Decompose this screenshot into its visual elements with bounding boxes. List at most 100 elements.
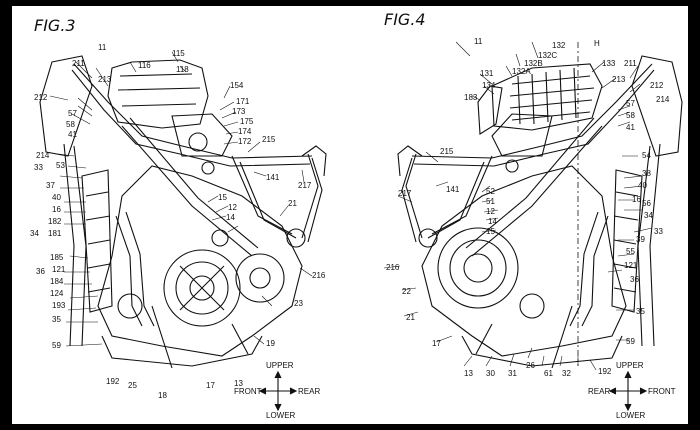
callout: 132C (538, 51, 557, 60)
callout: 192 (106, 377, 120, 386)
fig3-upper-label: UPPER (266, 361, 294, 370)
fig4-callouts: 11 132 H 132C 132B 132A 131 133 134 183 … (386, 37, 670, 378)
callout: H (594, 39, 600, 48)
callout: 213 (98, 75, 112, 84)
callout: 33 (34, 163, 43, 172)
callout: 55 (626, 247, 635, 256)
callout: 134 (482, 81, 496, 90)
callout: 54 (642, 151, 651, 160)
callout: 182 (48, 217, 62, 226)
callout: 141 (266, 173, 280, 182)
callout: 41 (68, 130, 77, 139)
callout: 57 (626, 99, 635, 108)
callout: 33 (654, 227, 663, 236)
callout: 13 (464, 369, 473, 378)
callout: 56 (642, 199, 651, 208)
callout: 11 (474, 37, 483, 46)
fig4-lower-label: LOWER (616, 411, 646, 420)
callout: 132B (524, 59, 543, 68)
fig4-engine-drawing (397, 42, 683, 369)
callout: 57 (68, 109, 77, 118)
callout: 59 (626, 337, 635, 346)
callout: 34 (644, 211, 653, 220)
fig3-rear-label: REAR (298, 387, 320, 396)
callout: 35 (52, 315, 61, 324)
callout: 18 (158, 391, 167, 400)
fig3-callouts: 11 211 213 212 57 58 41 214 53 33 37 40 … (30, 43, 326, 400)
fig4-title: FIG.4 (384, 10, 426, 29)
fig3-front-label: FRONT (234, 387, 262, 396)
callout: 211 (624, 59, 637, 68)
callout: 53 (56, 161, 65, 170)
fig3-direction-compass (258, 370, 298, 412)
callout: 141 (446, 185, 460, 194)
callout: 58 (626, 111, 635, 120)
fig4-rear-label: REAR (588, 387, 610, 396)
callout: 19 (266, 339, 275, 348)
callout: 35 (636, 307, 645, 316)
callout: 185 (50, 253, 64, 262)
callout: 13 (234, 379, 243, 388)
callout: 51 (486, 197, 495, 206)
callout: 217 (298, 181, 312, 190)
callout: 121 (624, 261, 638, 270)
callout: 15 (218, 193, 227, 202)
callout: 14 (226, 213, 235, 222)
callout: 38 (642, 169, 651, 178)
callout: 12 (486, 207, 495, 216)
callout: 173 (232, 107, 246, 116)
callout: 193 (52, 301, 66, 310)
callout: 22 (402, 287, 411, 296)
callout: 14 (488, 217, 497, 226)
callout: 31 (508, 369, 517, 378)
callout: 40 (638, 181, 647, 190)
callout: 212 (650, 81, 664, 90)
fig3-title: FIG.3 (34, 16, 76, 35)
callout: 192 (598, 367, 612, 376)
callout: 118 (176, 65, 189, 74)
callout: 16 (632, 195, 641, 204)
callout: 36 (630, 275, 639, 284)
callout: 15 (486, 227, 495, 236)
fig4-direction-compass (608, 370, 648, 412)
callout: 41 (626, 123, 635, 132)
callout: 174 (238, 127, 252, 136)
callout: 32 (562, 369, 571, 378)
callout: 115 (172, 49, 185, 58)
patent-drawing-sheet: FIG.3 FIG.4 (12, 6, 688, 424)
callout: 215 (440, 147, 454, 156)
callout: 211 (72, 59, 85, 68)
callout: 132A (512, 67, 531, 76)
callout: 21 (406, 313, 415, 322)
fig4-front-label: FRONT (648, 387, 676, 396)
callout: 34 (30, 229, 39, 238)
callout: 40 (52, 193, 61, 202)
callout: 16 (52, 205, 61, 214)
callout: 116 (138, 61, 151, 70)
callout: 26 (526, 361, 535, 370)
callout: 11 (98, 43, 107, 52)
callout: 216 (386, 263, 400, 272)
callout: 61 (544, 369, 553, 378)
callout: 171 (236, 97, 250, 106)
callout: 132 (552, 41, 566, 50)
callout: 133 (602, 59, 616, 68)
callout: 124 (50, 289, 64, 298)
engine-drawings: 11 211 213 212 57 58 41 214 53 33 37 40 … (30, 37, 683, 420)
callout: 17 (206, 381, 215, 390)
callout: 212 (34, 93, 48, 102)
fig3-engine-drawing (39, 55, 327, 369)
callout: 172 (238, 137, 252, 146)
callout: 36 (36, 267, 45, 276)
callout: 25 (128, 381, 137, 390)
callout: 217 (398, 189, 412, 198)
callout: 215 (262, 135, 276, 144)
callout: 181 (48, 229, 62, 238)
callout: 58 (66, 120, 75, 129)
callout: 213 (612, 75, 626, 84)
callout: 216 (312, 271, 326, 280)
callout: 154 (230, 81, 244, 90)
callout: 21 (288, 199, 297, 208)
callout: 175 (240, 117, 254, 126)
